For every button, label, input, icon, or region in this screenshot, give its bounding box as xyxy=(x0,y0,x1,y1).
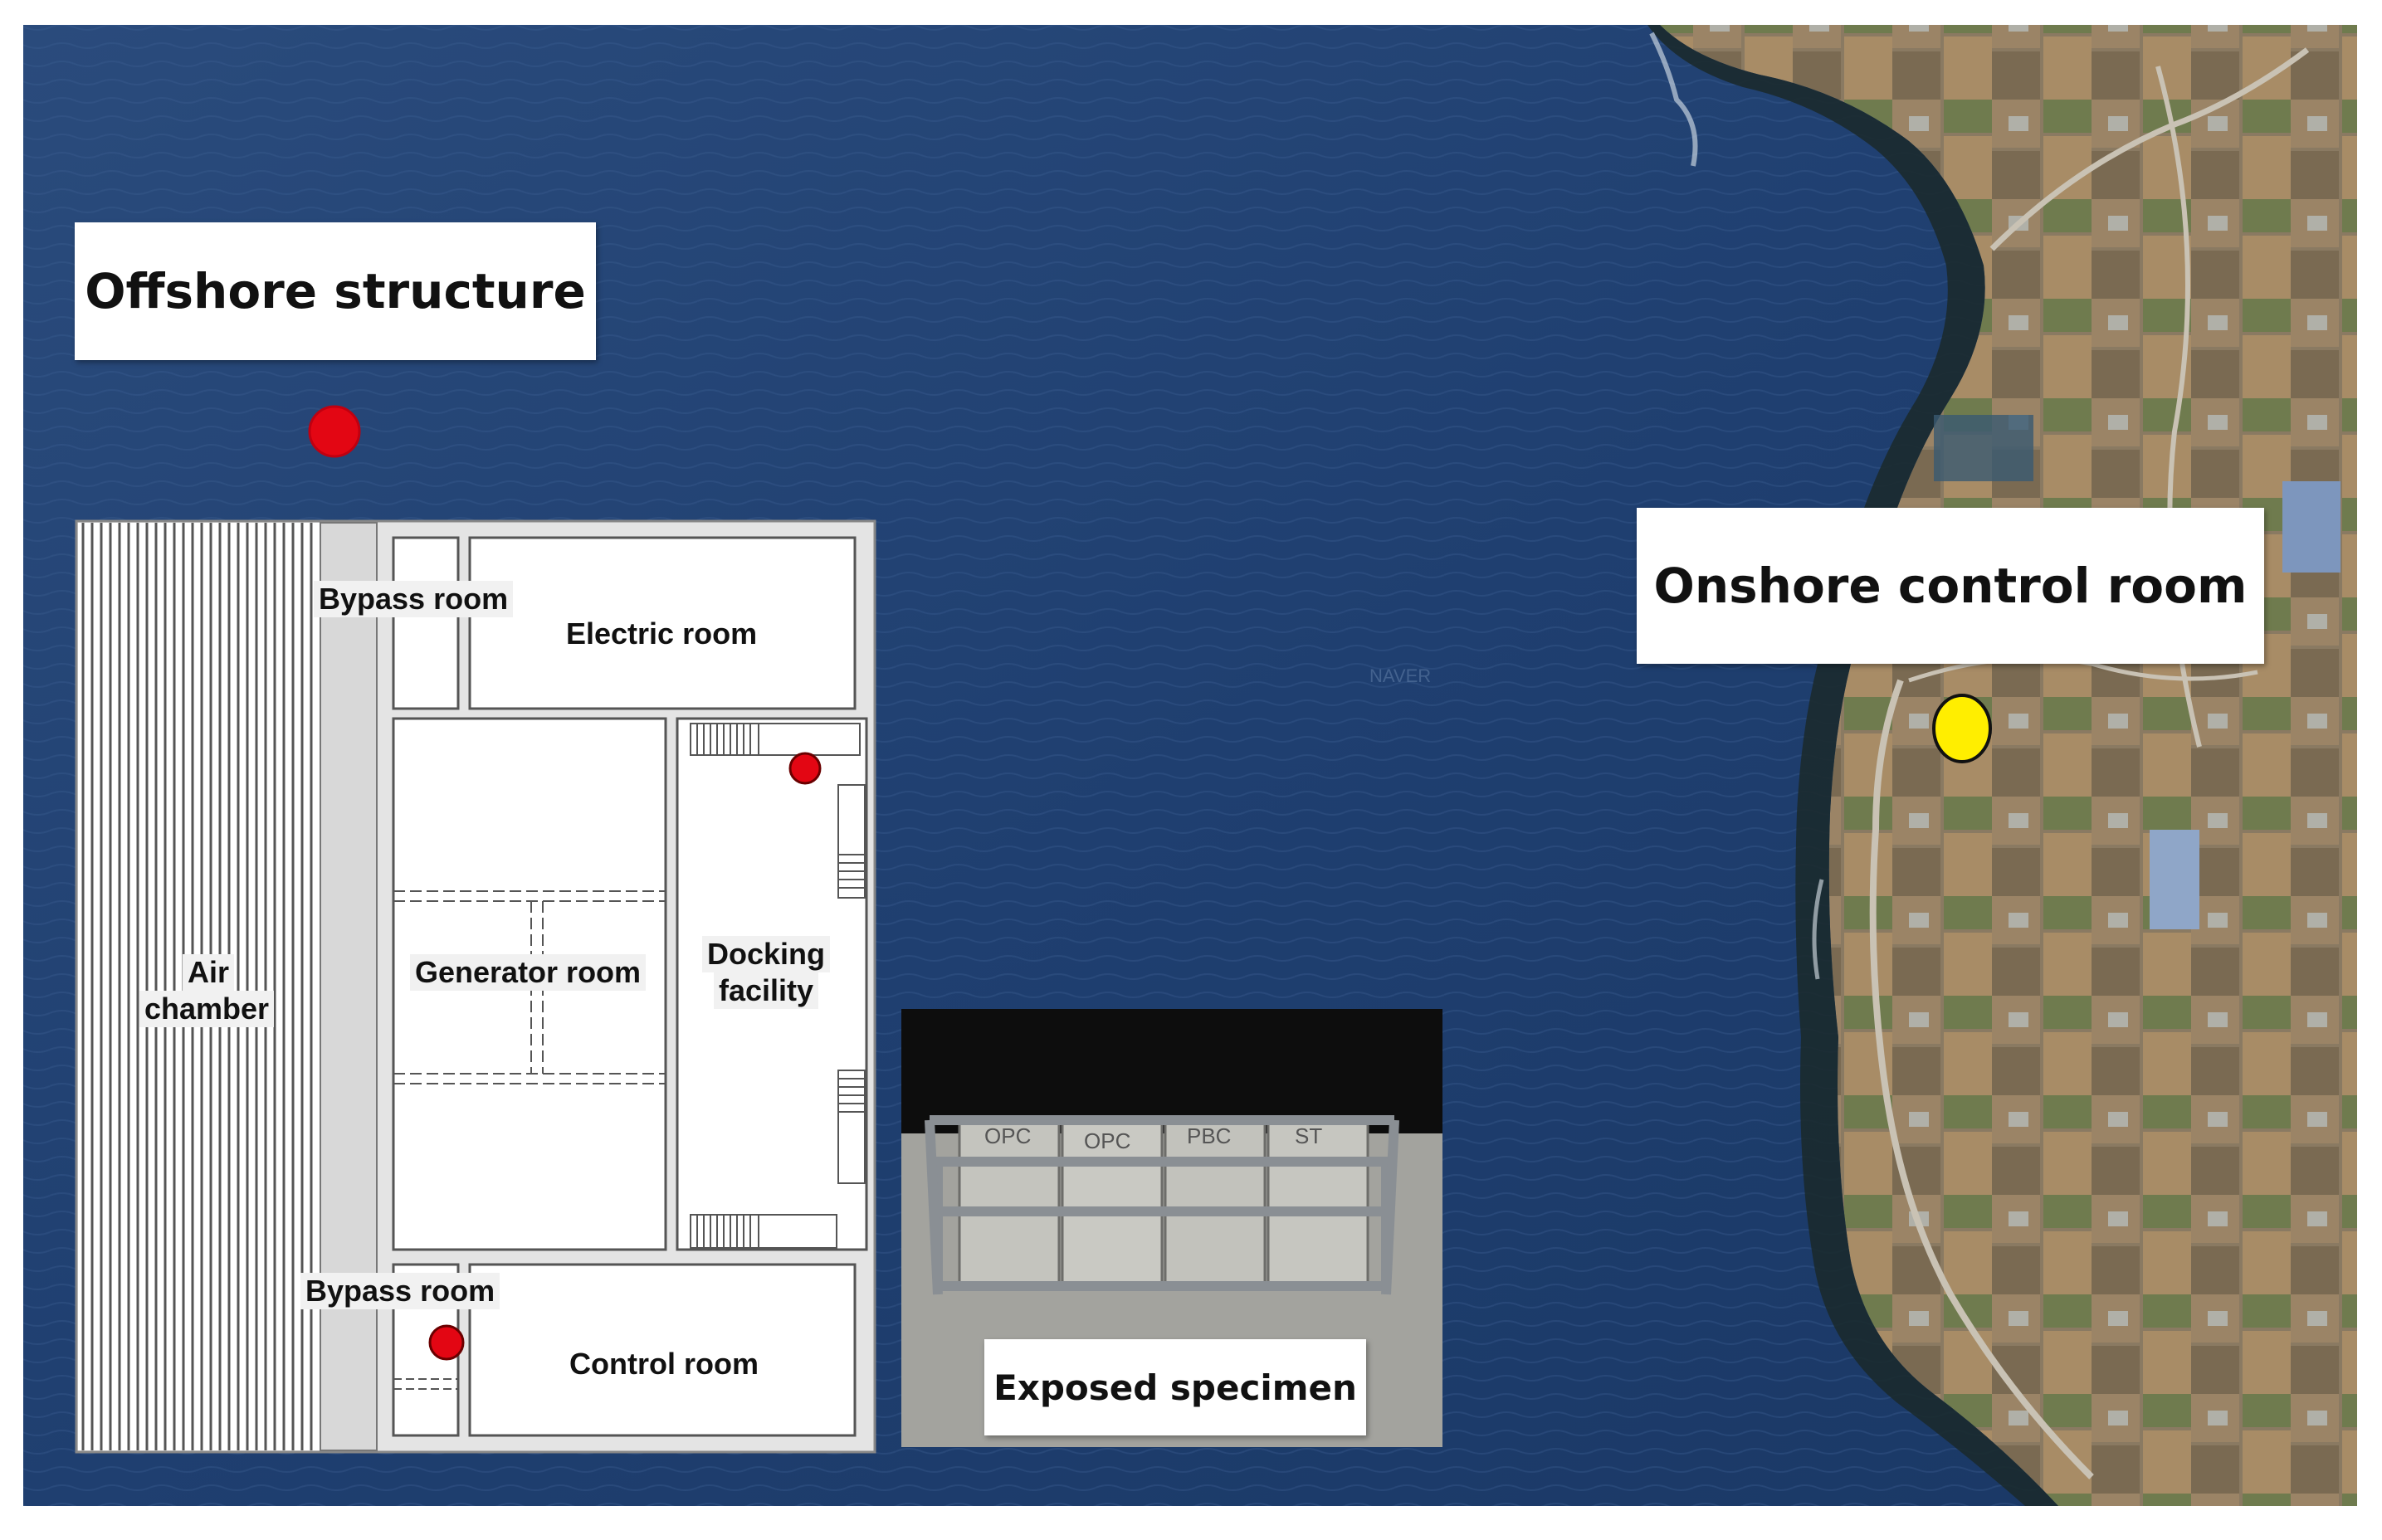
room-label-air-2: chamber xyxy=(139,991,275,1027)
plan-marker-docking-icon xyxy=(788,752,822,785)
exposed-specimen-label: Exposed specimen xyxy=(984,1339,1366,1435)
specimen-mark: OPC xyxy=(1084,1128,1130,1153)
room-label-control: Control room xyxy=(569,1347,759,1381)
coastline-land xyxy=(1660,25,2357,1506)
room-label-generator: Generator room xyxy=(410,954,647,991)
road xyxy=(1869,679,2094,1479)
room-label-docking-2: facility xyxy=(714,972,819,1009)
room-label-electric: Electric room xyxy=(566,616,758,651)
room-label-bypass-top: Bypass room xyxy=(314,581,514,617)
room-label-bypass-bottom: Bypass room xyxy=(300,1273,500,1309)
specimen-mark: ST xyxy=(1295,1123,1322,1148)
onshore-location-marker-icon xyxy=(1932,694,1992,763)
specimen-mark: OPC xyxy=(984,1123,1031,1148)
map-watermark: NAVER xyxy=(1369,665,1431,686)
specimen-mark: PBC xyxy=(1187,1123,1231,1148)
room-label-air-1: Air xyxy=(183,954,235,991)
plan-marker-bypass-icon xyxy=(428,1324,465,1361)
offshore-structure-label: Offshore structure xyxy=(75,222,596,360)
location-marker-icon xyxy=(308,405,361,458)
room-label-docking-1: Docking xyxy=(702,936,831,972)
onshore-control-room-label: Onshore control room xyxy=(1637,508,2264,664)
